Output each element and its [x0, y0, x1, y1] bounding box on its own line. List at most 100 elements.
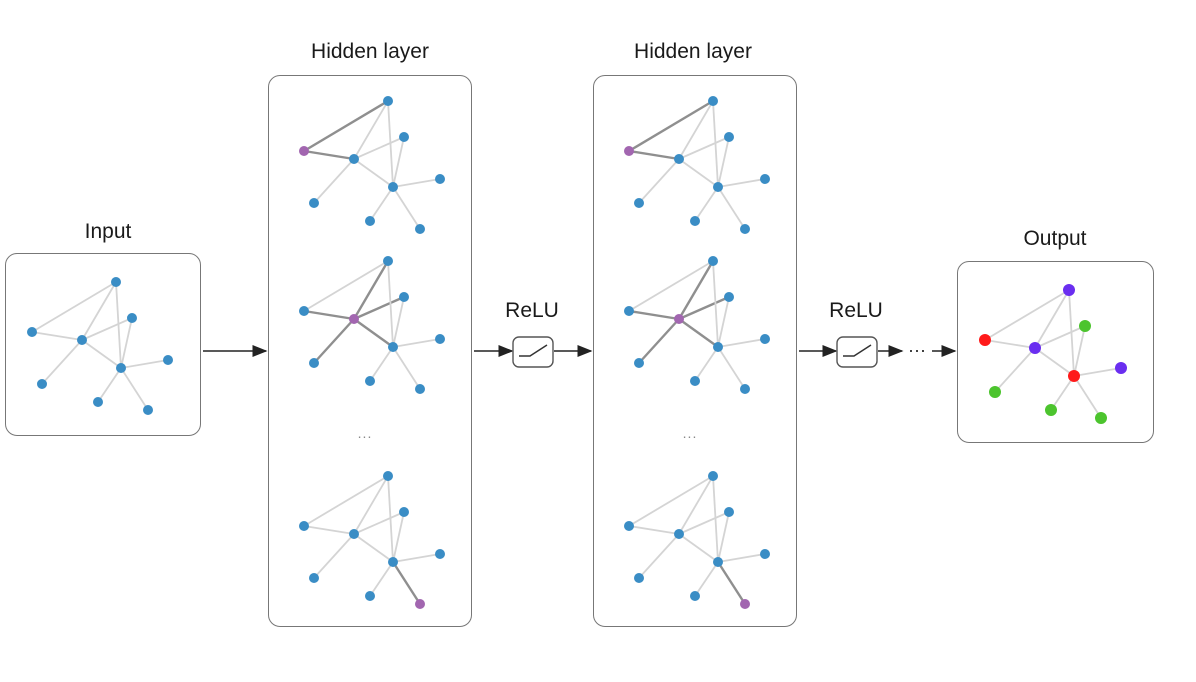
- graph-edge: [81, 281, 117, 341]
- input-label: Input: [84, 220, 132, 243]
- graph-edge: [678, 533, 719, 563]
- graph-node: [713, 557, 723, 567]
- graph-node: [365, 591, 375, 601]
- graph-node: [713, 342, 723, 352]
- graph-node: [1029, 342, 1041, 354]
- graph-node: [383, 96, 393, 106]
- graph-node: [708, 96, 718, 106]
- graph-edge: [717, 186, 746, 230]
- graph-edge: [313, 318, 355, 364]
- graph-edge: [353, 100, 389, 160]
- graph-node: [435, 549, 445, 559]
- hidden-layer-2-graph-3: [624, 471, 770, 609]
- graph-node: [37, 379, 47, 389]
- graph-edge: [628, 309, 680, 321]
- graph-node: [383, 256, 393, 266]
- graph-edge: [392, 553, 441, 563]
- graph-node: [624, 306, 634, 316]
- graph-node: [349, 314, 359, 324]
- graph-edge: [392, 346, 421, 390]
- graph-edge: [303, 475, 389, 527]
- graph-edge: [712, 100, 719, 188]
- graph-node: [309, 573, 319, 583]
- graph-node: [1095, 412, 1107, 424]
- graph-edge: [717, 338, 766, 348]
- graph-node: [724, 507, 734, 517]
- graph-edge: [678, 295, 730, 321]
- graph-edge: [628, 99, 714, 153]
- hidden-layer-1-graph-3: [299, 471, 445, 609]
- graph-edge: [984, 289, 1070, 341]
- graph-edge: [1034, 347, 1075, 377]
- graph-node: [1079, 320, 1091, 332]
- graph-node: [116, 363, 126, 373]
- graph-edge: [1073, 375, 1102, 419]
- hidden-layer-1-graph-1: [299, 96, 445, 234]
- graph-edge: [303, 309, 355, 321]
- graph-node: [634, 358, 644, 368]
- graph-node: [299, 521, 309, 531]
- graph-edge: [387, 475, 394, 563]
- graph-node: [690, 376, 700, 386]
- relu-2-label: ReLU: [829, 299, 883, 322]
- graph-edge: [31, 331, 83, 341]
- graph-edge: [678, 318, 719, 348]
- graph-node: [309, 198, 319, 208]
- graph-edge: [369, 186, 394, 222]
- graph-node: [388, 557, 398, 567]
- graph-edge: [392, 186, 421, 230]
- graph-node: [27, 327, 37, 337]
- graph-edge: [628, 260, 714, 312]
- graph-edge: [392, 296, 405, 348]
- hidden-layer-2-label: Hidden layer: [634, 40, 752, 63]
- hidden-layer-2-graph-1: [624, 96, 770, 234]
- graph-node: [674, 529, 684, 539]
- graph-edge: [717, 136, 730, 188]
- graph-node: [690, 591, 700, 601]
- graph-edge: [678, 136, 730, 160]
- graph-edge: [628, 525, 680, 535]
- graph-node: [1068, 370, 1080, 382]
- graph-edge: [392, 338, 441, 348]
- graph-node: [111, 277, 121, 287]
- graph-node: [93, 397, 103, 407]
- hidden-layer-2-graph-2: [624, 256, 770, 394]
- graph-node: [634, 198, 644, 208]
- graph-edge: [369, 346, 394, 382]
- graph-edge: [1050, 375, 1075, 411]
- graph-edge: [678, 158, 719, 188]
- graph-edge: [353, 511, 405, 535]
- graph-node: [760, 174, 770, 184]
- graph-edge: [638, 533, 680, 579]
- graph-node: [435, 334, 445, 344]
- graph-node: [399, 292, 409, 302]
- graph-node: [415, 384, 425, 394]
- graph-node: [299, 146, 309, 156]
- hidden-layer-2-panel: [593, 75, 797, 627]
- graph-edge: [81, 317, 133, 341]
- graph-node: [624, 521, 634, 531]
- graph-node: [309, 358, 319, 368]
- graph-edge: [81, 339, 122, 369]
- graph-edge: [716, 561, 747, 605]
- graph-node: [724, 132, 734, 142]
- output-graph: [979, 284, 1127, 424]
- graph-edge: [1034, 325, 1086, 349]
- graph-edge: [678, 100, 714, 160]
- graph-node: [435, 174, 445, 184]
- graph-node: [760, 549, 770, 559]
- graph-node: [399, 507, 409, 517]
- graph-edge: [387, 260, 394, 348]
- graph-edge: [120, 317, 133, 369]
- graph-edge: [628, 475, 714, 527]
- graph-node: [383, 471, 393, 481]
- graph-edge: [120, 367, 149, 411]
- graph-edge: [353, 136, 405, 160]
- relu-1-box: [512, 336, 554, 368]
- graph-edge: [717, 511, 730, 563]
- graph-edge: [694, 561, 719, 597]
- graph-edge: [41, 339, 83, 385]
- graph-node: [708, 256, 718, 266]
- graph-edge: [678, 475, 714, 535]
- graph-edge: [31, 281, 117, 333]
